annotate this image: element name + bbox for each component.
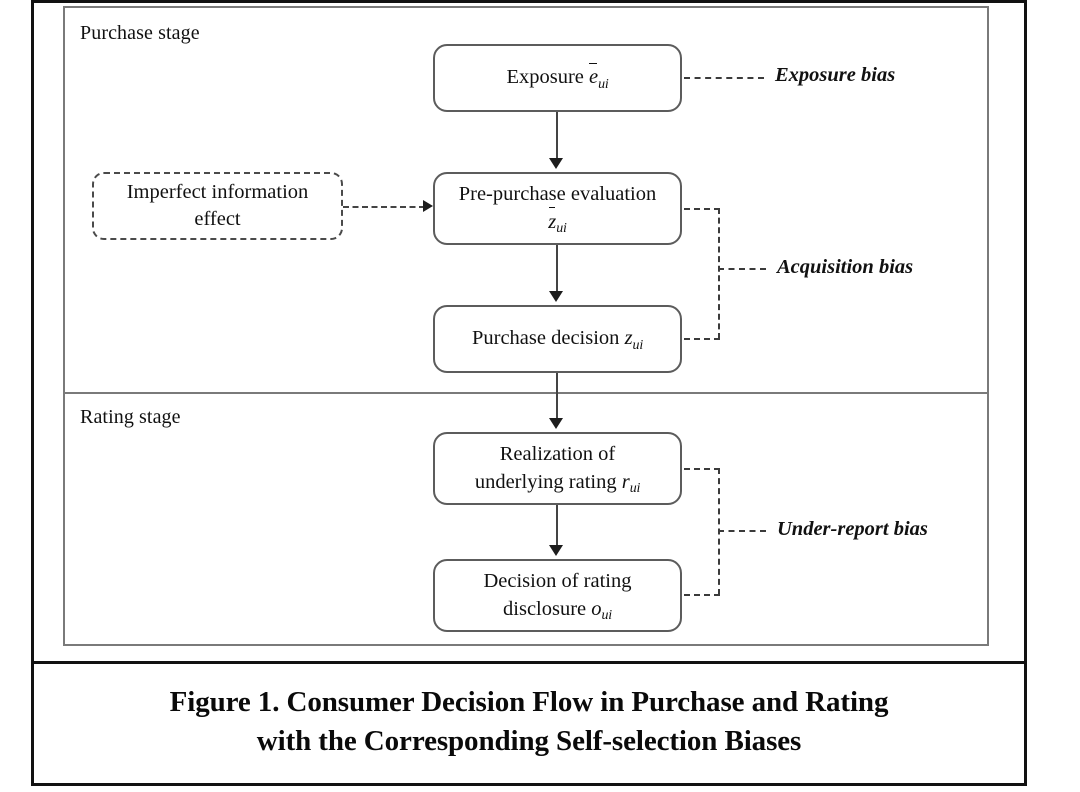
bracket-underreport-bottom — [684, 594, 720, 596]
leader-exposure-bias — [684, 77, 764, 79]
node-disclosure-symbol: o — [591, 597, 602, 620]
node-prepurch-symbol: z — [548, 207, 556, 236]
node-realization-underlying-rating[interactable]: Realization of underlying rating rui — [433, 432, 682, 505]
node-disclosure-subscript: ui — [601, 607, 613, 623]
stage-label-rating: Rating stage — [80, 406, 181, 428]
bracket-underreport-top — [684, 468, 720, 470]
node-disclosure-line2: disclosure — [503, 597, 592, 620]
node-realization-text: Realization of underlying rating rui — [474, 441, 641, 496]
leader-acquisition-bias — [718, 268, 766, 270]
node-exposure-label: Exposure — [506, 66, 589, 89]
arrowhead-right-icon — [423, 200, 433, 212]
node-exposure-symbol: e — [589, 63, 598, 91]
bias-label-under-report: Under-report bias — [777, 518, 928, 540]
node-imperfect-information-effect[interactable]: Imperfect information effect — [92, 172, 343, 240]
node-imperfect-line2: effect — [194, 208, 241, 230]
connector-prepurchase-to-decision — [556, 245, 558, 293]
arrowhead-down-icon — [549, 418, 563, 429]
node-decision-subscript: ui — [632, 337, 644, 353]
node-decision-symbol: z — [624, 327, 633, 350]
arrowhead-down-icon — [549, 158, 563, 169]
node-decision-label: Purchase decision — [471, 327, 625, 350]
connector-imperfect-to-prepurchase — [343, 206, 425, 208]
connector-decision-to-realization — [556, 373, 558, 420]
node-disclosure-line1: Decision of rating — [483, 570, 632, 593]
node-disclosure-text: Decision of rating disclosure oui — [483, 568, 632, 623]
stage-divider — [63, 392, 989, 394]
arrowhead-down-icon — [549, 545, 563, 556]
bracket-acquisition-bottom — [684, 338, 720, 340]
bias-label-acquisition: Acquisition bias — [777, 256, 914, 278]
stage-label-purchase: Purchase stage — [80, 22, 200, 44]
node-purchase-decision[interactable]: Purchase decision zui — [433, 305, 682, 373]
figure-caption-line2: with the Corresponding Self-selection Bi… — [256, 724, 802, 757]
node-realization-line1: Realization of — [499, 443, 616, 466]
node-prepurch-subscript: ui — [556, 220, 567, 236]
node-prepurch-line1: Pre-purchase evaluation — [458, 183, 657, 206]
leader-underreport-bias — [718, 530, 766, 532]
node-imperfect-text: Imperfect information effect — [127, 179, 309, 233]
bias-label-exposure: Exposure bias — [775, 64, 896, 86]
node-realization-subscript: ui — [629, 480, 641, 496]
node-rating-disclosure-decision[interactable]: Decision of rating disclosure oui — [433, 559, 682, 632]
arrowhead-down-icon — [549, 291, 563, 302]
node-exposure[interactable]: Exposure eui — [433, 44, 682, 112]
node-exposure-text: Exposure eui — [506, 63, 609, 92]
node-exposure-subscript: ui — [598, 76, 609, 92]
caption-divider — [31, 661, 1027, 664]
figure-caption: Figure 1. Consumer Decision Flow in Purc… — [40, 683, 1018, 760]
node-realization-symbol: r — [621, 470, 630, 493]
connector-exposure-to-prepurchase — [556, 112, 558, 160]
bracket-acquisition-top — [684, 208, 720, 210]
connector-realization-to-disclosure — [556, 505, 558, 547]
figure-caption-line1: Figure 1. Consumer Decision Flow in Purc… — [169, 686, 889, 718]
node-imperfect-line1: Imperfect information — [126, 180, 309, 203]
node-decision-text: Purchase decision zui — [472, 325, 643, 352]
node-realization-line2: underlying rating — [474, 470, 622, 493]
bracket-acquisition-vertical — [718, 208, 720, 339]
